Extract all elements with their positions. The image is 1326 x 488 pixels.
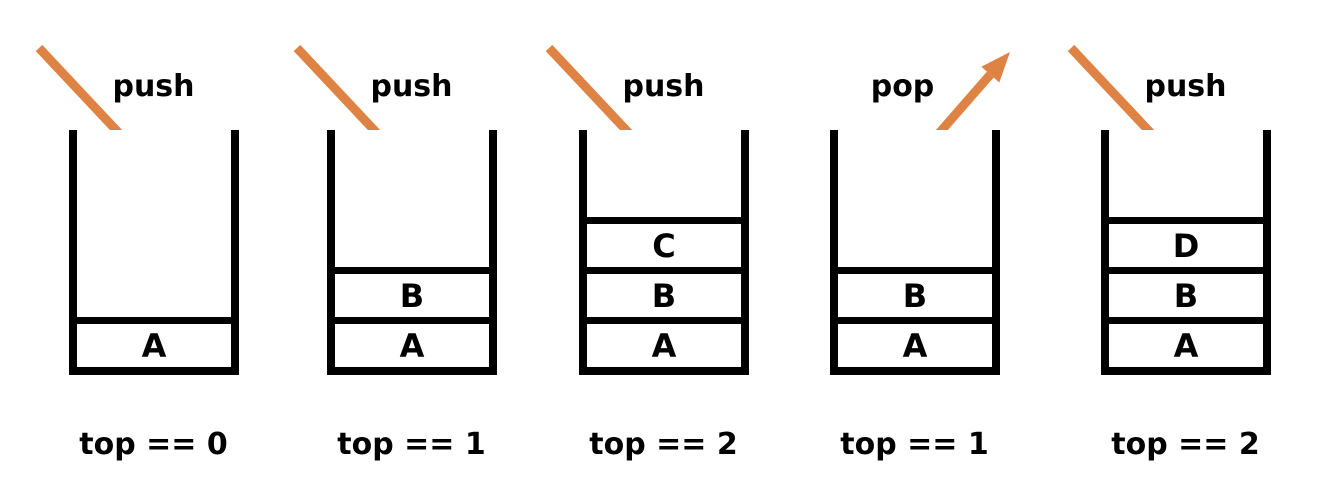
top-index-label: top == 0	[79, 427, 228, 462]
stack-cell: A	[838, 317, 992, 367]
cell-value: A	[141, 326, 167, 365]
operation-label: push	[112, 69, 195, 104]
cell-value: A	[651, 326, 677, 365]
stack-cell: A	[77, 317, 231, 367]
cell-value: A	[902, 326, 928, 365]
stack-cell: B	[335, 267, 489, 317]
top-index-label: top == 2	[1111, 427, 1260, 462]
stack-container: A	[69, 130, 239, 375]
operation-label: pop	[870, 69, 935, 104]
stack-cell: A	[335, 317, 489, 367]
stack-cells: A	[77, 317, 231, 367]
operation-label: push	[1144, 69, 1227, 104]
stack-cell: B	[838, 267, 992, 317]
cell-value: D	[1172, 226, 1200, 265]
cell-value: B	[1173, 276, 1199, 315]
operation-label: push	[622, 69, 705, 104]
top-index-label: top == 1	[840, 427, 989, 462]
top-index-label: top == 1	[337, 427, 486, 462]
stack-cell: B	[587, 267, 741, 317]
operation-label: push	[370, 69, 453, 104]
cell-value: A	[399, 326, 425, 365]
cell-value: B	[902, 276, 928, 315]
stack-cell: A	[587, 317, 741, 367]
cell-value: B	[399, 276, 425, 315]
top-index-label: top == 2	[589, 427, 738, 462]
stack-cell: A	[1109, 317, 1263, 367]
cell-value: A	[1173, 326, 1199, 365]
stack-cell: B	[1109, 267, 1263, 317]
cell-value: C	[652, 226, 676, 265]
stack-state-panel: push A top == 0	[24, 0, 283, 488]
cell-value: B	[651, 276, 677, 315]
stack-cell: C	[587, 217, 741, 267]
stack-cell: D	[1109, 217, 1263, 267]
